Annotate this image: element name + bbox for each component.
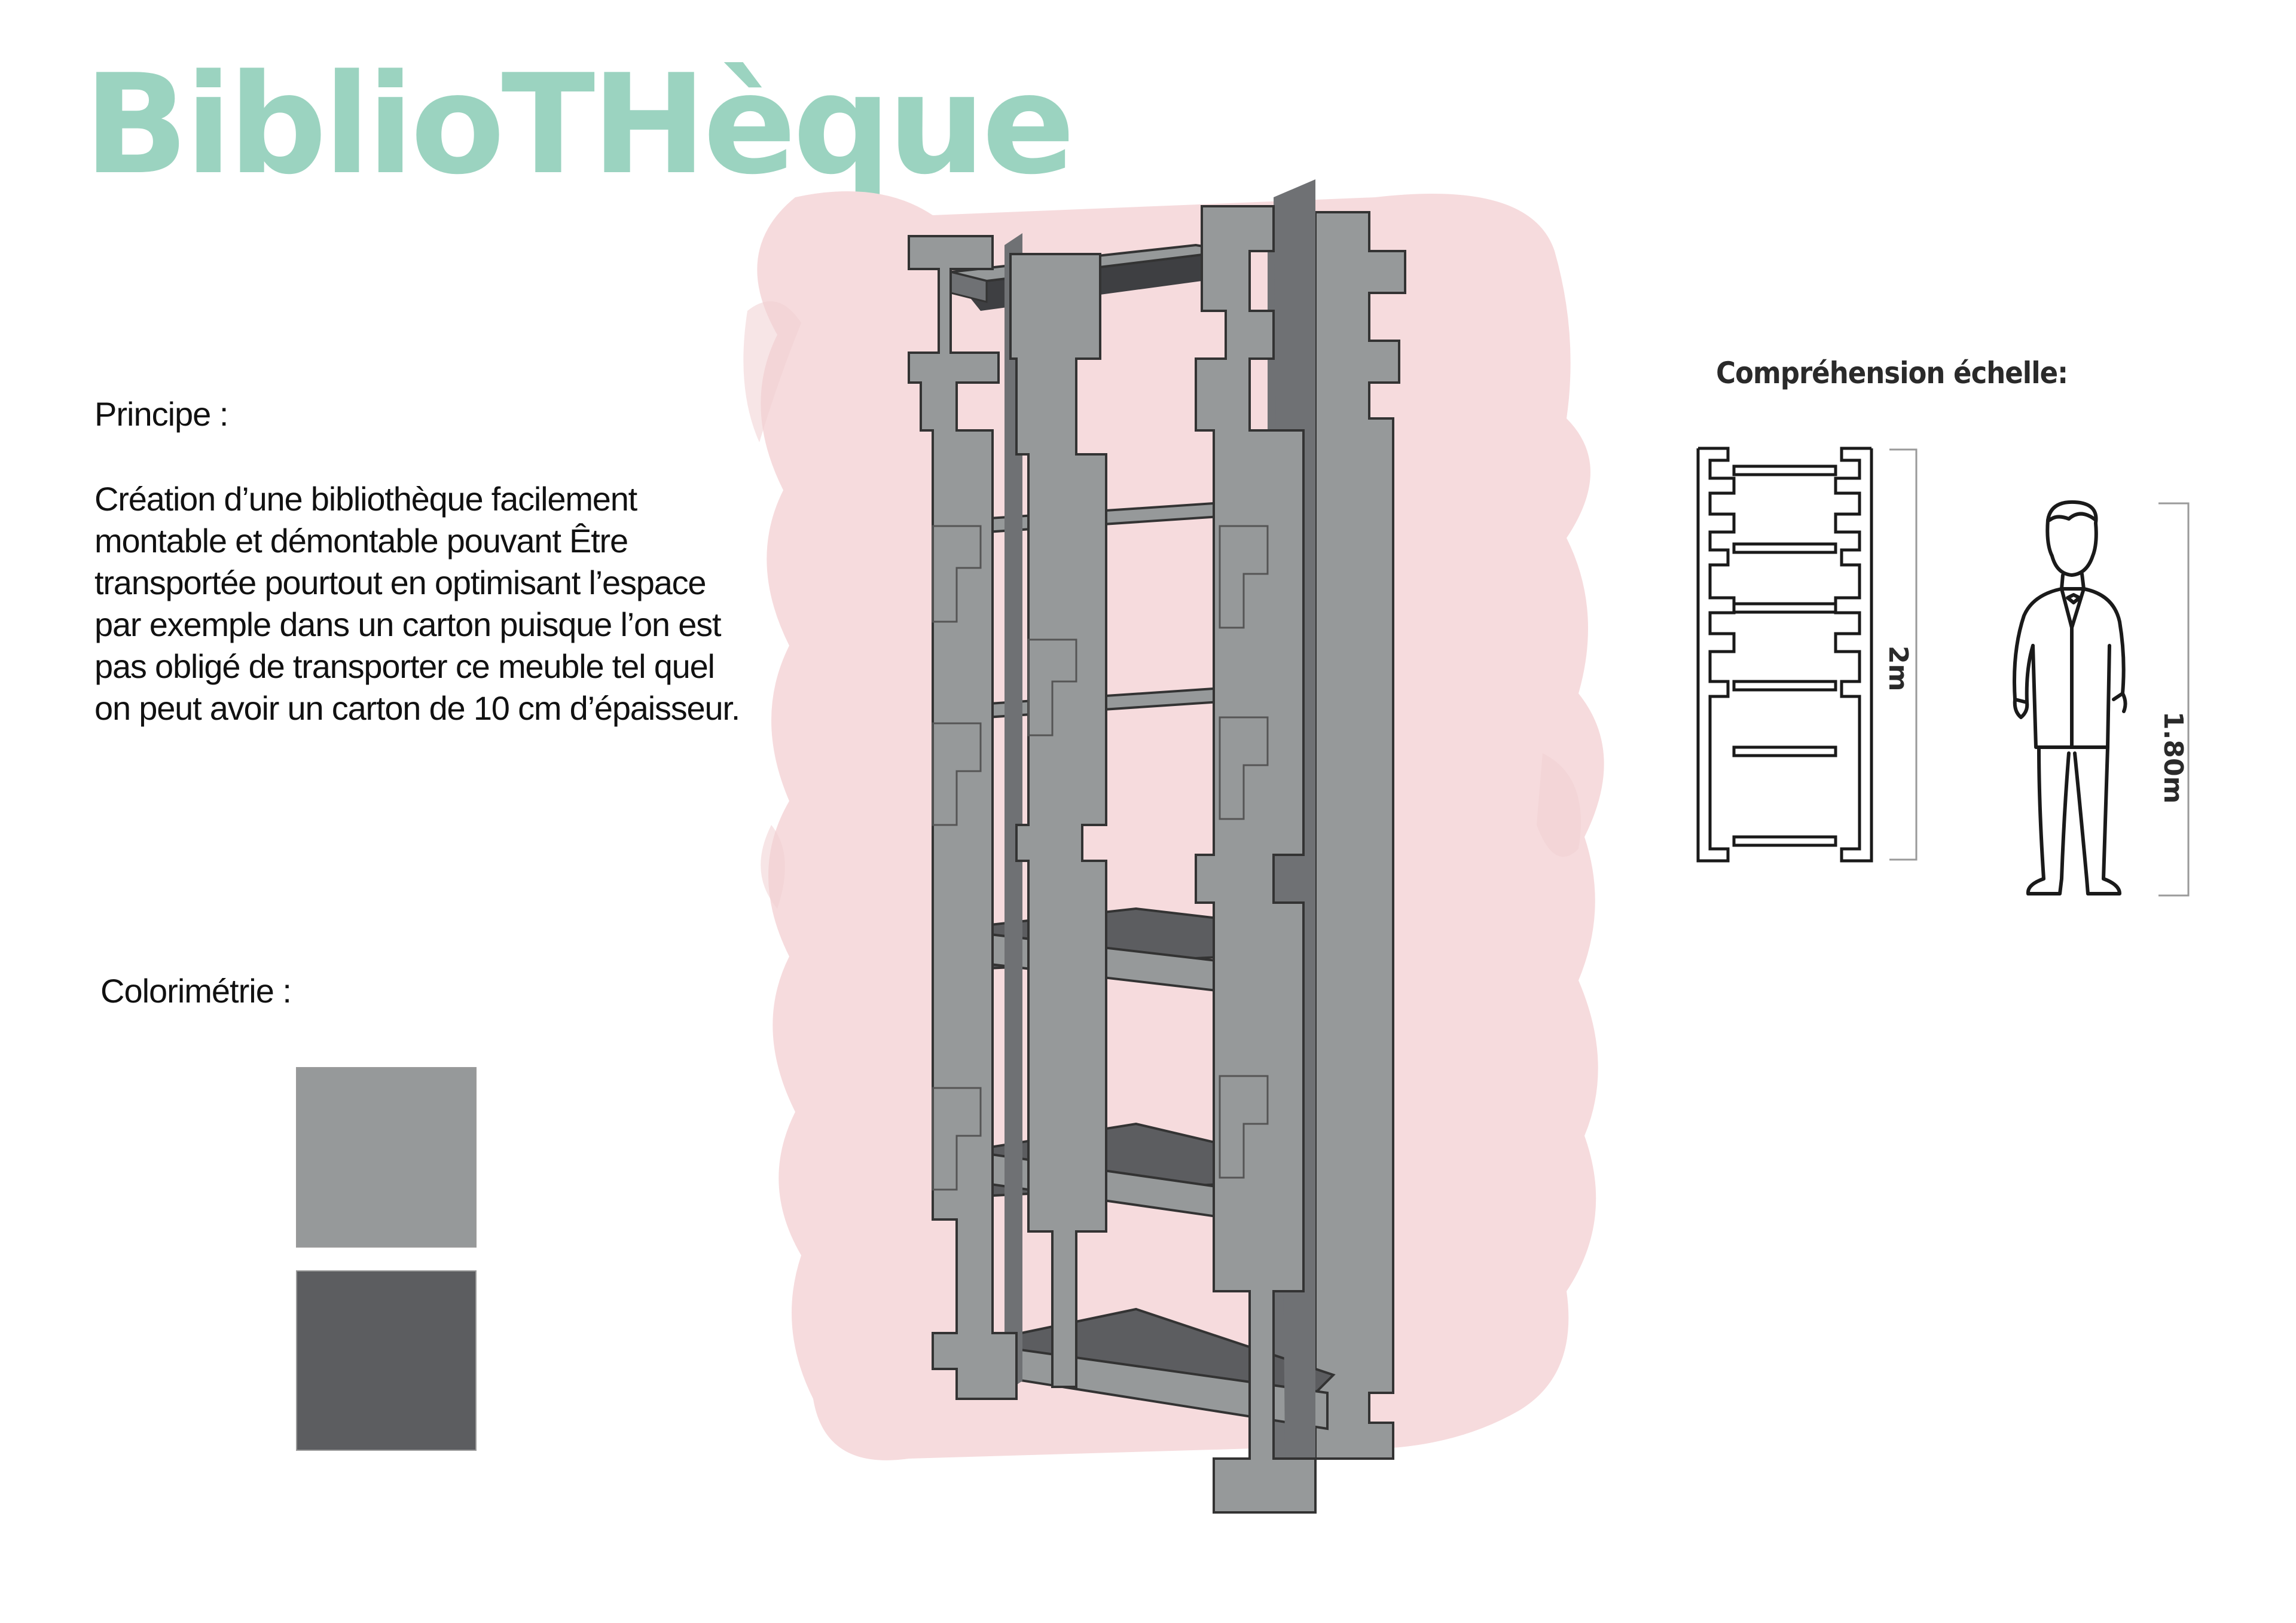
shelf-height-label: 2m — [1883, 646, 1913, 692]
principe-description: Création d’une bibliothèque facilement m… — [94, 480, 740, 727]
page-title: BiblioTHèque — [84, 45, 1075, 205]
color-swatch-light — [296, 1067, 477, 1248]
colorimetrie-heading: Colorimétrie : — [100, 972, 292, 1010]
panel-middle-left — [1009, 253, 1107, 1388]
panel-front-right — [1195, 179, 1317, 1514]
shelf-height-label-wrap: 2m — [1883, 646, 1937, 693]
person-height-label: 1.80m — [2158, 711, 2188, 804]
principe-heading: Principe : — [94, 395, 228, 433]
person-height-label-wrap: 1.80m — [2158, 711, 2212, 803]
pink-wash — [743, 191, 1604, 1460]
scale-person-figure — [2013, 500, 2190, 897]
scale-heading: Compréhension échelle: — [1716, 356, 2068, 390]
scale-shelf-diagram — [1696, 447, 1918, 863]
color-swatch-dark — [296, 1270, 477, 1451]
panel-front-left — [908, 233, 1022, 1400]
